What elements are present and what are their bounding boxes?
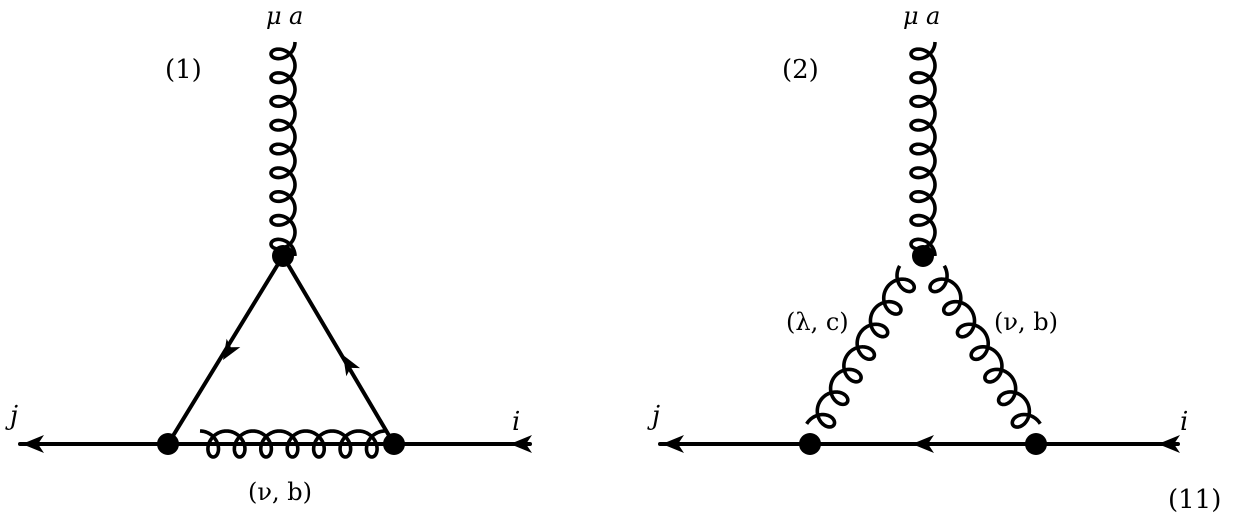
diagram-1-arrow-right (343, 355, 361, 377)
diagram-1-mu-label: μ (266, 2, 282, 30)
diagram-1-a-label: a (289, 2, 303, 30)
diagram-2-internal-gluon-left (805, 265, 917, 429)
diagram-1-vertex-right (383, 433, 405, 455)
equation-number: (11) (1168, 485, 1221, 515)
diagram-1-number: (1) (165, 55, 202, 85)
diagram-1-arrow-out (22, 435, 44, 453)
diagram-1-i-label: i (512, 407, 520, 437)
diagram-2-vertex-top (912, 245, 934, 267)
diagram-1-vertex-top (272, 245, 294, 267)
diagram-2-vertex-left (799, 433, 821, 455)
diagram-1-arrow-in (510, 435, 532, 453)
diagram-2-right-gluon-label: (ν, b) (994, 308, 1058, 336)
diagram-2-vertex-right (1025, 433, 1047, 455)
diagram-1-quark-line-right (281, 254, 396, 446)
diagram-2-j-label: j (647, 401, 660, 431)
diagram-2: (2) μ a j i (λ, c) (ν, b) (647, 2, 1188, 455)
diagram-2-external-gluon (909, 41, 937, 257)
diagram-2-arrow-middle (912, 435, 934, 453)
diagram-1-vertex-left (157, 433, 179, 455)
diagram-1-internal-gluon (199, 429, 386, 459)
diagram-2-left-gluon-label: (λ, c) (786, 308, 849, 336)
diagram-1-gluon-label: (ν, b) (248, 478, 312, 506)
diagram-2-i-label: i (1180, 407, 1188, 437)
diagram-2-arrow-out (662, 435, 684, 453)
diagram-2-a-label: a (926, 2, 940, 30)
diagram-1-external-gluon (269, 41, 297, 257)
diagram-1: (1) μ a j i (ν, b) (5, 2, 532, 506)
diagram-1-arrow-left (223, 338, 241, 360)
diagram-2-number: (2) (782, 55, 819, 85)
diagram-2-internal-gluon-right (928, 264, 1042, 429)
diagram-1-j-label: j (5, 401, 18, 431)
diagram-2-mu-label: μ (903, 2, 919, 30)
diagram-2-arrow-in (1158, 435, 1180, 453)
